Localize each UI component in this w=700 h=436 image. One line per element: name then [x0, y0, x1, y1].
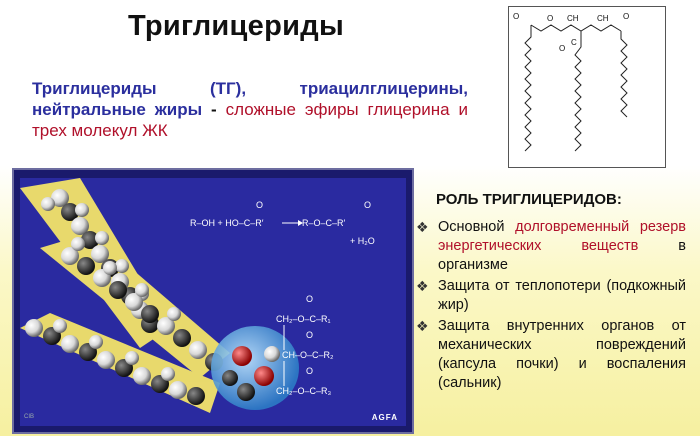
reaction-water: + H₂O: [350, 236, 375, 246]
page-title: Триглицериды: [128, 10, 345, 42]
molecule-illustration-panel: R–OH + HO–C–R′ R–O–C–R′ O O + H₂O O O O …: [12, 168, 414, 434]
role-item-text: Защита от теплопотери (подкожный жир): [438, 278, 686, 313]
atom-c: C: [571, 38, 577, 47]
glyceride-o-2: O: [306, 330, 313, 340]
triglyceride-molecule-art: R–OH + HO–C–R′ R–O–C–R′ O O + H₂O O O O …: [20, 178, 375, 413]
diamond-bullet-icon: ❖: [416, 278, 429, 294]
role-list: ❖ Основной долговременный резерв энергет…: [414, 218, 686, 395]
atom-ch-2: CH: [597, 14, 609, 23]
atom-o-3: O: [623, 12, 629, 21]
molecule-illustration: R–OH + HO–C–R′ R–O–C–R′ O O + H₂O O O O …: [20, 178, 406, 426]
skeletal-structure-diagram: O O CH CH O O C: [508, 6, 666, 168]
diamond-bullet-icon: ❖: [416, 219, 429, 235]
triglyceride-formula: O O O CH₂–O–C–R₁ CH–O–C–R₂ CH₂–O–C–R₃: [276, 294, 334, 396]
glyceride-o-3: O: [306, 366, 313, 376]
role-item-text: Основной: [438, 219, 516, 235]
role-item-highlight: долговременный резерв энергетических вещ…: [438, 219, 686, 254]
list-item: ❖ Защита внутренних органов от механичес…: [414, 317, 686, 393]
role-item-text: Защита внутренних органов от механически…: [438, 318, 686, 391]
atom-ch-1: CH: [567, 14, 579, 23]
atom-o-2: O: [547, 14, 553, 23]
reaction-o-2: O: [364, 200, 371, 210]
glycerol-head: [211, 326, 299, 410]
skeletal-formula: O O CH CH O O C: [513, 12, 629, 152]
reaction-left: R–OH + HO–C–R′: [190, 218, 264, 228]
reaction-right: R–O–C–R′: [302, 218, 346, 228]
intro-highlight: Триглицериды (ТГ), триацилглицерины, ней…: [32, 79, 468, 119]
glyceride-row-3: CH₂–O–C–R₃: [276, 386, 332, 396]
role-item-text-end: в организме: [438, 238, 686, 273]
role-heading: РОЛЬ ТРИГЛИЦЕРИДОВ:: [436, 191, 622, 208]
esterification-reaction: R–OH + HO–C–R′ R–O–C–R′ O O + H₂O: [190, 200, 375, 246]
list-item: ❖ Защита от теплопотери (подкожный жир): [414, 277, 686, 315]
agfa-logo: AGFA: [371, 413, 398, 422]
list-item: ❖ Основной долговременный резерв энергет…: [414, 218, 686, 275]
glyceride-row-1: CH₂–O–C–R₁: [276, 314, 331, 324]
atom-o-1: O: [513, 12, 519, 21]
panel-stamp: CIB: [24, 414, 35, 420]
intro-definition: сложные эфиры глицерина и трех молекул Ж…: [32, 100, 468, 140]
atom-carbonyl-o: O: [559, 44, 565, 53]
intro-text: Триглицериды (ТГ), триацилглицерины, ней…: [32, 78, 468, 141]
intro-dash: -: [202, 100, 226, 119]
glyceride-o-1: O: [306, 294, 313, 304]
diamond-bullet-icon: ❖: [416, 318, 429, 334]
glyceride-row-2: CH–O–C–R₂: [282, 350, 334, 360]
reaction-o-1: O: [256, 200, 263, 210]
